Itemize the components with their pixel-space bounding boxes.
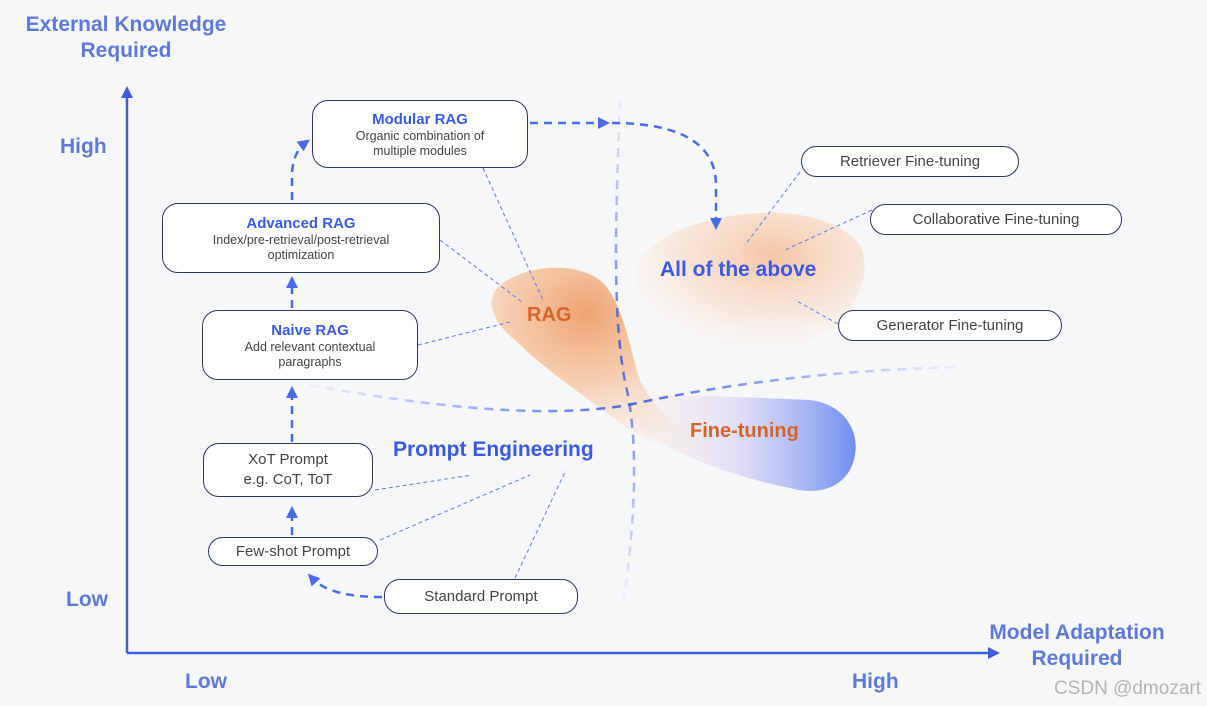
prompt-engineering-label: Prompt Engineering — [393, 438, 594, 461]
retriever-fine-tuning-label: Retriever Fine-tuning — [839, 153, 981, 170]
connector-collaborative-ft — [784, 209, 873, 251]
modular-rag-box[interactable]: Modular RAG Organic combination of multi… — [312, 100, 528, 168]
connector-modular-rag — [482, 167, 544, 301]
connector-retriever-ft — [744, 171, 801, 246]
arrow-standard-to-few-shot — [307, 573, 383, 599]
fine-tuning-region — [631, 395, 856, 491]
y-axis-high-label: High — [60, 135, 107, 158]
rag-region — [491, 267, 700, 450]
connector-advanced-rag — [439, 239, 523, 303]
connector-xot-pe — [374, 474, 473, 491]
y-axis-low-label: Low — [66, 588, 108, 611]
advanced-rag-box[interactable]: Advanced RAG Index/pre-retrieval/post-re… — [162, 203, 440, 273]
x-axis-high-label: High — [852, 670, 899, 693]
few-shot-prompt-label: Few-shot Prompt — [235, 543, 351, 560]
generator-fine-tuning-label: Generator Fine-tuning — [876, 317, 1024, 334]
watermark-text: CSDN @dmozart — [1053, 678, 1201, 699]
standard-prompt-label: Standard Prompt — [424, 588, 538, 605]
all-of-the-above-region — [635, 212, 865, 354]
x-axis-low-label: Low — [185, 670, 227, 693]
advanced-rag-title: Advanced RAG — [246, 214, 356, 232]
xot-prompt-box[interactable]: XoT Prompt e.g. CoT, ToT — [203, 443, 373, 497]
naive-rag-desc-line2: paragraphs — [278, 354, 342, 369]
connector-standard-pe — [514, 469, 567, 579]
connector-generator-ft — [794, 299, 839, 325]
rag-region-label: RAG — [527, 304, 572, 326]
arrow-advanced-to-modular — [290, 139, 310, 200]
few-shot-prompt-box[interactable]: Few-shot Prompt — [208, 537, 378, 566]
modular-rag-title: Modular RAG — [372, 110, 468, 128]
all-of-the-above-label: All of the above — [660, 258, 817, 281]
xot-prompt-line1: XoT Prompt — [248, 451, 328, 468]
collaborative-fine-tuning-label: Collaborative Fine-tuning — [912, 211, 1080, 228]
arrow-to-all-of-the-above — [611, 121, 722, 230]
standard-prompt-box[interactable]: Standard Prompt — [384, 579, 578, 614]
boundary-vertical-curve — [614, 99, 636, 601]
naive-rag-box[interactable]: Naive RAG Add relevant contextual paragr… — [202, 310, 418, 380]
modular-rag-desc-line1: Organic combination of — [355, 128, 485, 143]
advanced-rag-desc-line1: Index/pre-retrieval/post-retrieval — [212, 232, 390, 247]
connector-naive-rag — [417, 321, 511, 346]
retriever-fine-tuning-box[interactable]: Retriever Fine-tuning — [801, 146, 1019, 177]
y-axis-title: External Knowledge Required — [25, 13, 227, 62]
modular-rag-desc-line2: multiple modules — [373, 143, 467, 158]
advanced-rag-desc-line2: optimization — [267, 247, 335, 262]
naive-rag-title: Naive RAG — [271, 321, 349, 339]
connector-few-shot-pe — [379, 474, 531, 541]
xot-prompt-line2: e.g. CoT, ToT — [243, 471, 333, 488]
boundary-horizontal-curve — [309, 365, 961, 413]
naive-rag-desc-line1: Add relevant contextual — [244, 339, 376, 354]
generator-fine-tuning-box[interactable]: Generator Fine-tuning — [838, 310, 1062, 341]
fine-tuning-region-label: Fine-tuning — [690, 420, 799, 442]
x-axis-title: Model Adaptation Required — [989, 621, 1165, 670]
collaborative-fine-tuning-box[interactable]: Collaborative Fine-tuning — [870, 204, 1122, 235]
